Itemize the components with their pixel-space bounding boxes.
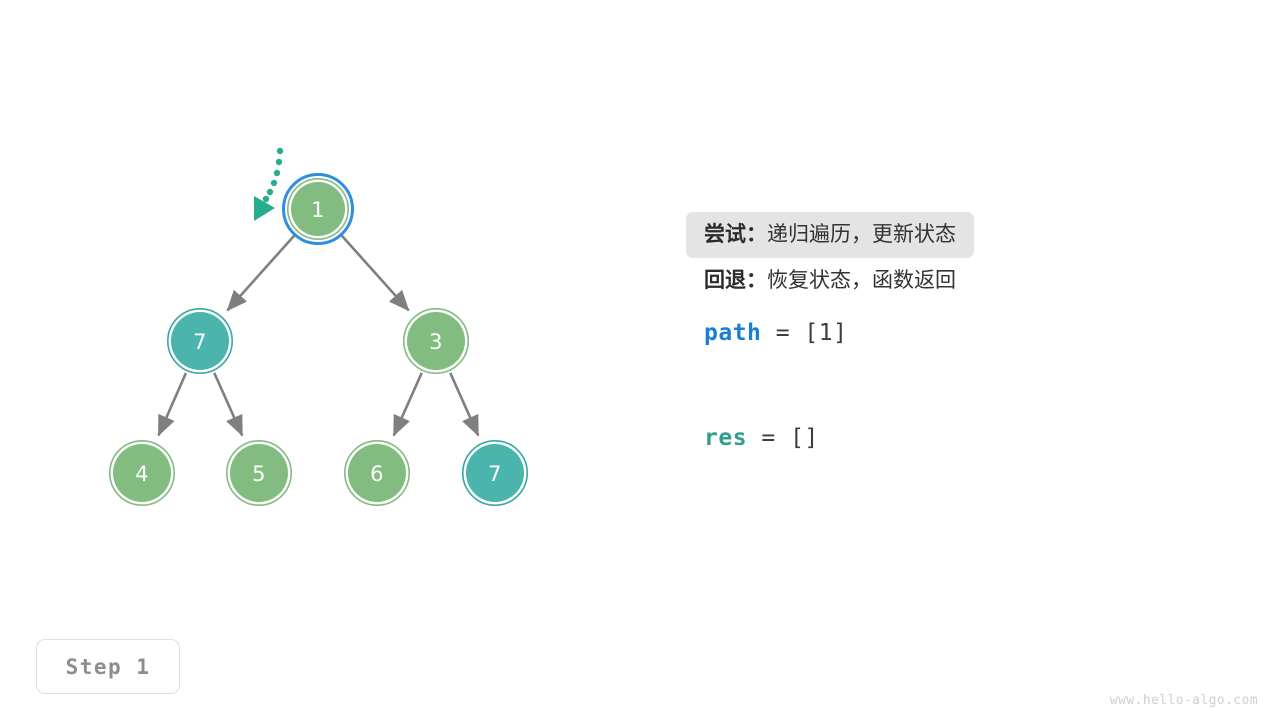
tree-node-6[interactable]: 6 xyxy=(343,439,410,506)
res-variable-value: = [] xyxy=(747,425,819,451)
step-label: Step 1 xyxy=(65,654,151,679)
node-circle xyxy=(348,444,406,502)
pointer-trail-dot xyxy=(273,169,281,177)
tree-node-4[interactable]: 4 xyxy=(109,439,176,506)
node-circle xyxy=(113,444,171,502)
watermark: www.hello-algo.com xyxy=(1109,693,1258,708)
binary-tree-diagram: 1 7 3 4 5 6 7 xyxy=(109,147,528,506)
tree-nodes: 1 7 3 4 5 6 7 xyxy=(109,173,528,506)
try-phase-label: 尝试： xyxy=(704,222,767,246)
tree-node-7[interactable]: 7 xyxy=(461,439,528,506)
node-value: 3 xyxy=(429,330,443,354)
node-circle xyxy=(407,312,465,370)
tree-edge xyxy=(339,232,410,312)
res-variable-line: res = [] xyxy=(686,427,1226,450)
node-value: 7 xyxy=(488,462,502,486)
node-value: 4 xyxy=(135,462,149,486)
tree-node-7[interactable]: 7 xyxy=(167,307,234,374)
path-variable-value: = [1] xyxy=(761,320,848,346)
tree-node-3[interactable]: 3 xyxy=(402,307,469,374)
node-outline-ring xyxy=(286,178,349,241)
tree-edges xyxy=(157,232,480,437)
node-circle xyxy=(291,182,345,236)
step-badge: Step 1 xyxy=(36,639,180,694)
node-outline-ring xyxy=(167,307,234,374)
pointer-trail-dot xyxy=(270,179,278,187)
tree-edge xyxy=(449,372,480,437)
tree-edge xyxy=(226,232,297,312)
info-panel: 尝试： 递归遍历，更新状态 回退： 恢复状态，函数返回 path = [1] r… xyxy=(686,212,1226,450)
node-outline-ring xyxy=(402,307,469,374)
node-outline-ring xyxy=(109,439,176,506)
res-variable-name: res xyxy=(704,425,748,451)
node-circle xyxy=(230,444,288,502)
node-value: 5 xyxy=(252,462,266,486)
undo-phase-line: 回退： 恢复状态，函数返回 xyxy=(686,258,974,304)
try-phase-text: 递归遍历，更新状态 xyxy=(767,222,956,246)
tree-edge xyxy=(392,372,423,437)
path-variable-line: path = [1] xyxy=(686,322,1226,345)
undo-phase-text: 恢复状态，函数返回 xyxy=(767,268,956,292)
node-outline-ring xyxy=(226,439,293,506)
undo-phase-label: 回退： xyxy=(704,268,767,292)
node-value: 1 xyxy=(311,198,325,222)
node-outline-ring xyxy=(461,439,528,506)
tree-edge xyxy=(157,372,188,437)
tree-node-5[interactable]: 5 xyxy=(226,439,293,506)
pointer-trail-dot xyxy=(276,147,284,155)
tree-node-1[interactable]: 1 xyxy=(282,173,354,245)
tree-edge xyxy=(213,372,244,437)
pointer-trail-dot xyxy=(275,158,283,166)
recursion-entry-pointer xyxy=(254,147,284,221)
node-highlight-ring xyxy=(282,173,354,245)
path-variable-name: path xyxy=(704,320,762,346)
pointer-trail-dot xyxy=(262,195,270,203)
node-circle xyxy=(171,312,229,370)
pointer-triangle-icon xyxy=(254,196,275,221)
pointer-trail-dot xyxy=(266,188,274,196)
node-outline-ring xyxy=(343,439,410,506)
try-phase-line: 尝试： 递归遍历，更新状态 xyxy=(686,212,974,258)
node-circle xyxy=(466,444,524,502)
node-value: 6 xyxy=(370,462,384,486)
node-value: 7 xyxy=(193,330,207,354)
